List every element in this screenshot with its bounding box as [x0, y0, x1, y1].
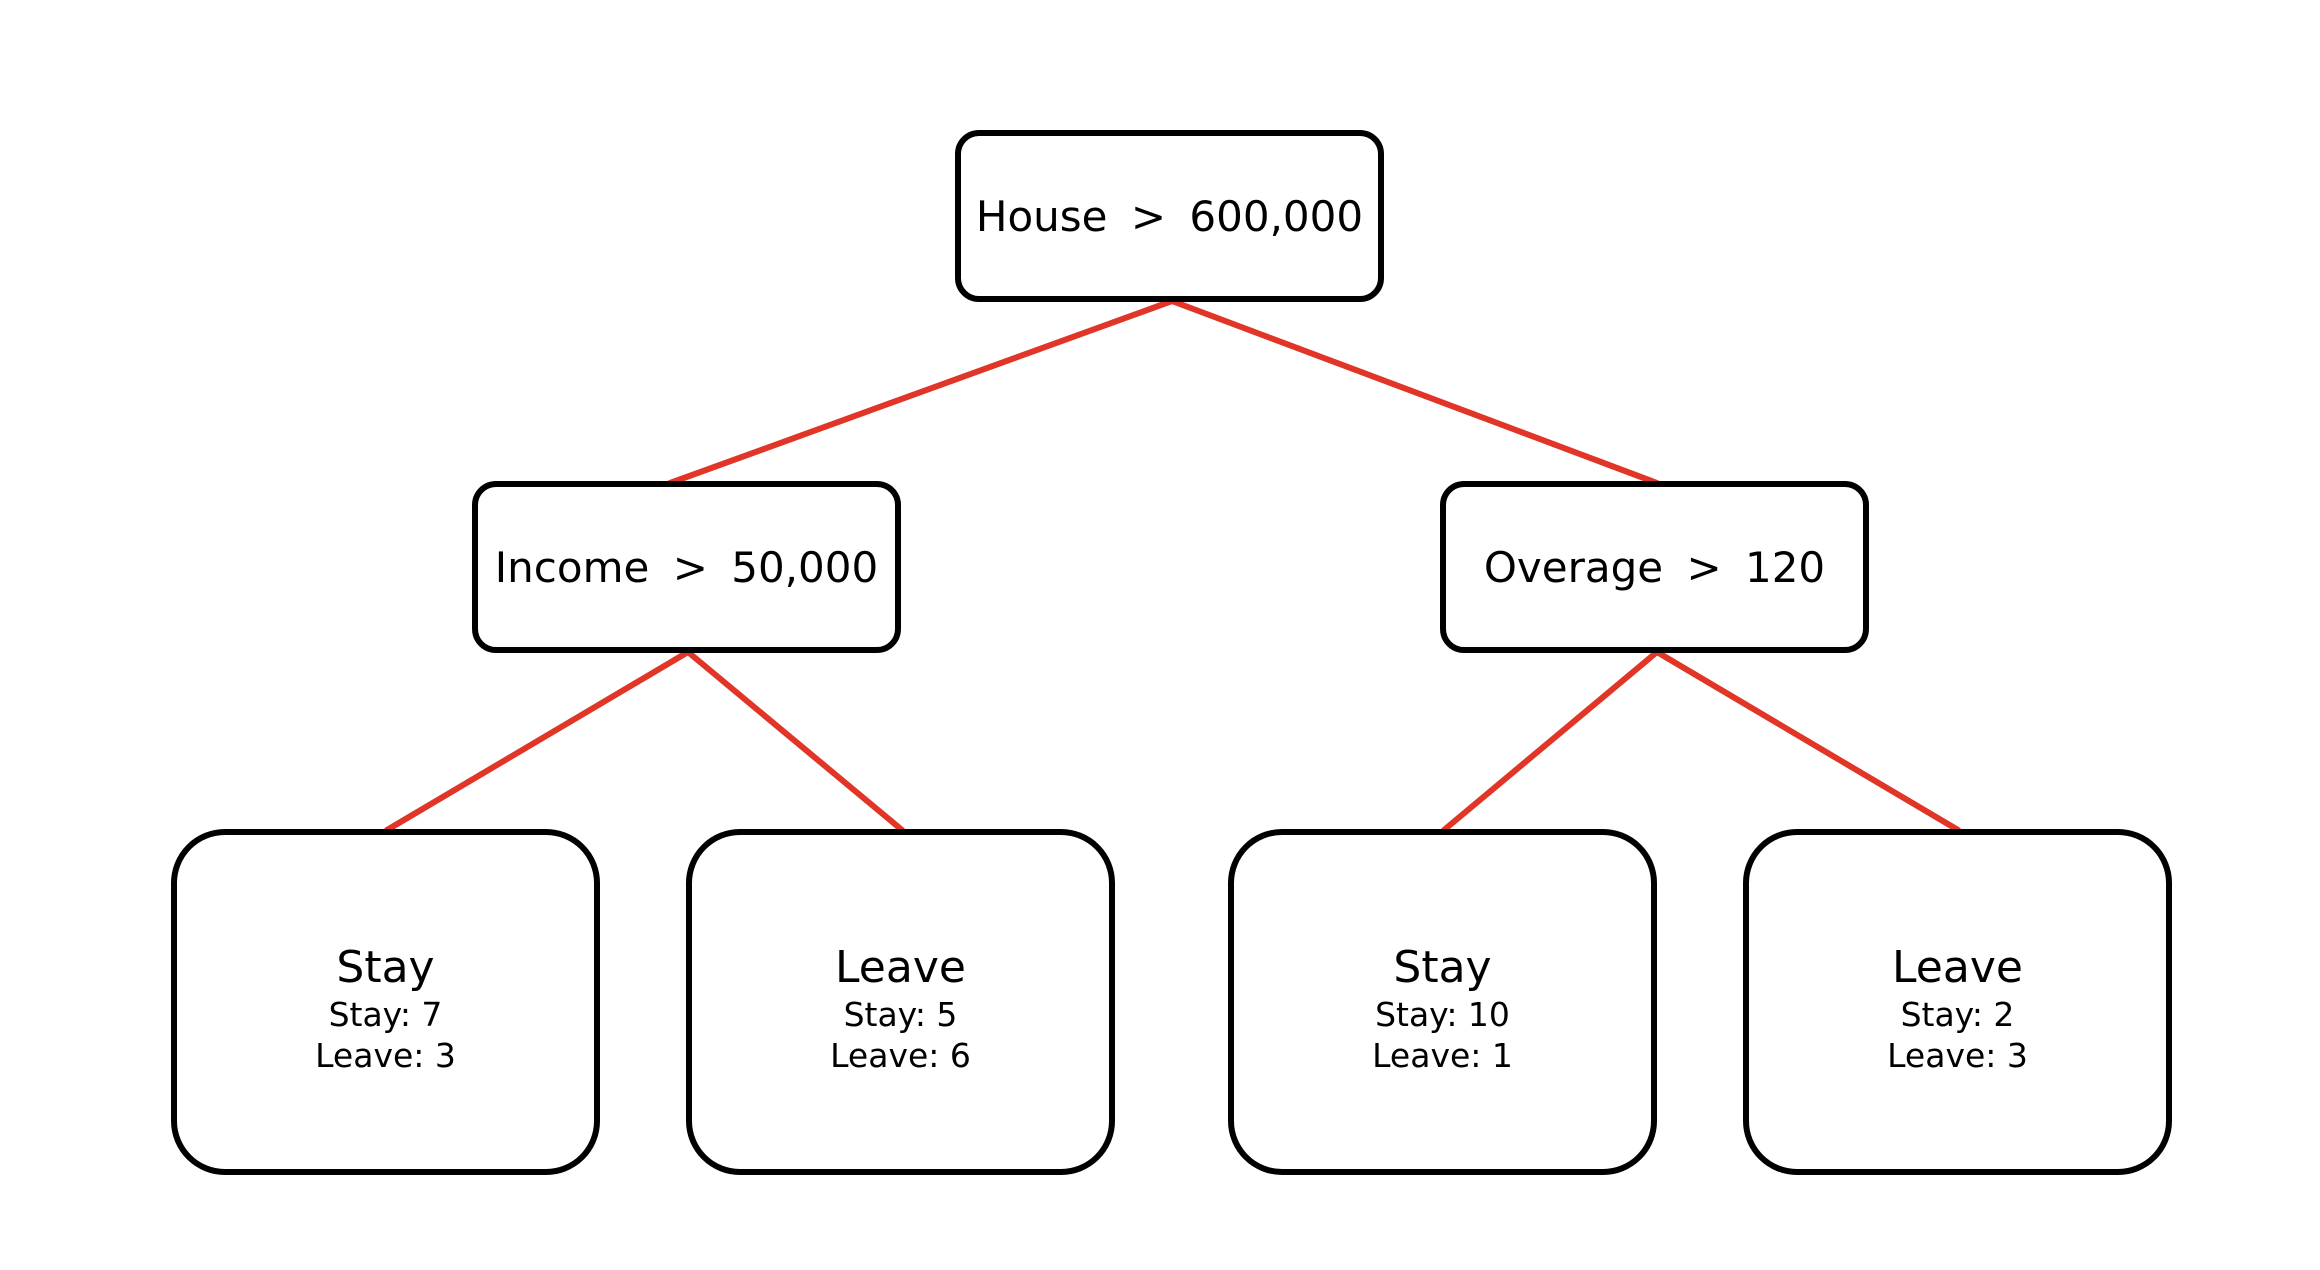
leaf-node: Stay Stay: 7 Leave: 3 — [171, 829, 600, 1175]
leaf-label: Leave — [835, 942, 966, 993]
edge-right-leaf-4 — [1654, 649, 1961, 833]
leaf-leave-count: Leave: 1 — [1372, 1036, 1513, 1075]
edge-root-right — [1169, 298, 1660, 486]
leaf-stay-count: Stay: 7 — [328, 995, 443, 1034]
leaf-stay-count: Stay: 5 — [843, 995, 958, 1034]
leaf-leave-count: Leave: 6 — [830, 1036, 971, 1075]
edge-right-leaf-3 — [1441, 649, 1660, 833]
edge-left-leaf-2 — [685, 649, 905, 833]
leaf-label: Leave — [1892, 942, 2023, 993]
leaf-node: Stay Stay: 10 Leave: 1 — [1228, 829, 1657, 1175]
edge-left-leaf-1 — [384, 649, 691, 833]
leaf-label: Stay — [1393, 942, 1492, 993]
root-condition: House > 600,000 — [975, 191, 1364, 241]
right-condition: Overage > 120 — [1483, 542, 1826, 592]
left-decision-node: Income > 50,000 — [472, 481, 901, 653]
leaf-stay-count: Stay: 2 — [1900, 995, 2015, 1034]
leaf-node: Leave Stay: 5 Leave: 6 — [686, 829, 1115, 1175]
leaf-label: Stay — [336, 942, 435, 993]
root-node: House > 600,000 — [955, 130, 1384, 302]
leaf-node: Leave Stay: 2 Leave: 3 — [1743, 829, 2172, 1175]
leaf-leave-count: Leave: 3 — [1887, 1036, 2028, 1075]
right-decision-node: Overage > 120 — [1440, 481, 1869, 653]
edge-root-left — [667, 298, 1175, 486]
leaf-stay-count: Stay: 10 — [1375, 995, 1510, 1034]
leaf-leave-count: Leave: 3 — [315, 1036, 456, 1075]
left-condition: Income > 50,000 — [494, 542, 879, 592]
